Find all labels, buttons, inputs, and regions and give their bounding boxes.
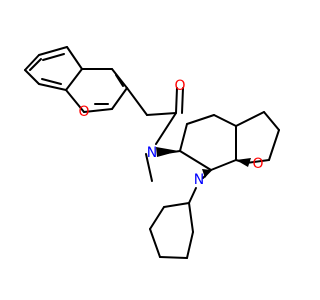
alkyl-chain-bond-2	[146, 112, 177, 116]
carbonyl-single-segment	[175, 87, 178, 114]
stereo-wedge-spiro	[236, 158, 251, 167]
cyclohexane-bond-1	[179, 123, 188, 152]
amide-bond	[155, 112, 177, 145]
chemical-structure-canvas: O O N O N	[0, 0, 300, 300]
aromatic-bond-4	[38, 83, 67, 91]
aromatic-bond-2	[66, 46, 83, 70]
stereo-wedge-amide	[156, 147, 179, 157]
bond-lines	[24, 46, 280, 259]
aromatic-double-bond-1	[42, 53, 65, 61]
aromatic-bond-1	[38, 46, 68, 56]
n-methyl-bond	[145, 153, 153, 182]
cyclohexane-bond-5	[210, 159, 237, 171]
pyrrolidine-bond-7	[188, 202, 194, 233]
molecule-drawing: O O N O N	[0, 0, 300, 300]
cyclohexane-bond-2	[186, 114, 215, 125]
pyrrolidine-bond-2	[163, 202, 190, 208]
pyran-bond-4	[65, 89, 85, 113]
aromatic-double-bond-3	[29, 58, 42, 71]
pyrrolidine-bond-6	[186, 231, 194, 259]
pyran-bond-1	[111, 68, 128, 89]
pyrrolidine-bond-1	[188, 187, 197, 204]
carbonyl-oxygen-label: O	[174, 78, 185, 94]
aromatic-double-bond-2	[41, 78, 62, 85]
pyran-bond-2	[111, 87, 128, 110]
aromatic-bond-3	[65, 68, 83, 91]
stereo-wedge-pyrrolidine	[202, 169, 211, 178]
pyrrolidine-nitrogen-label: N	[194, 172, 204, 188]
pyran-inner-double-bond	[115, 74, 124, 87]
pyrrolidine-bond-5	[159, 256, 188, 259]
cyclohexane-bond-3	[213, 114, 237, 127]
aromatic-bond-6	[24, 54, 40, 71]
amide-nitrogen-label: N	[147, 145, 157, 161]
pyrrolidine-bond-4	[149, 228, 161, 258]
aromatic-bond-5	[24, 69, 40, 85]
cyclohexane-bond-6	[179, 150, 212, 171]
spiro-ring-bond-4	[245, 159, 270, 164]
spiro-ring-bond-3	[268, 129, 280, 161]
pyrrolidine-bond-3	[149, 206, 165, 230]
spiro-ring-bond-1	[235, 111, 265, 127]
ring-oxygen-label: O	[78, 104, 89, 120]
spiro-oxygen-label: O	[252, 156, 263, 172]
background	[0, 0, 300, 300]
spiro-ring-bond-2	[263, 111, 280, 131]
pyran-bond-3	[83, 108, 113, 113]
carbonyl-double-segment	[181, 87, 184, 114]
alkyl-chain-bond-1	[126, 87, 148, 116]
